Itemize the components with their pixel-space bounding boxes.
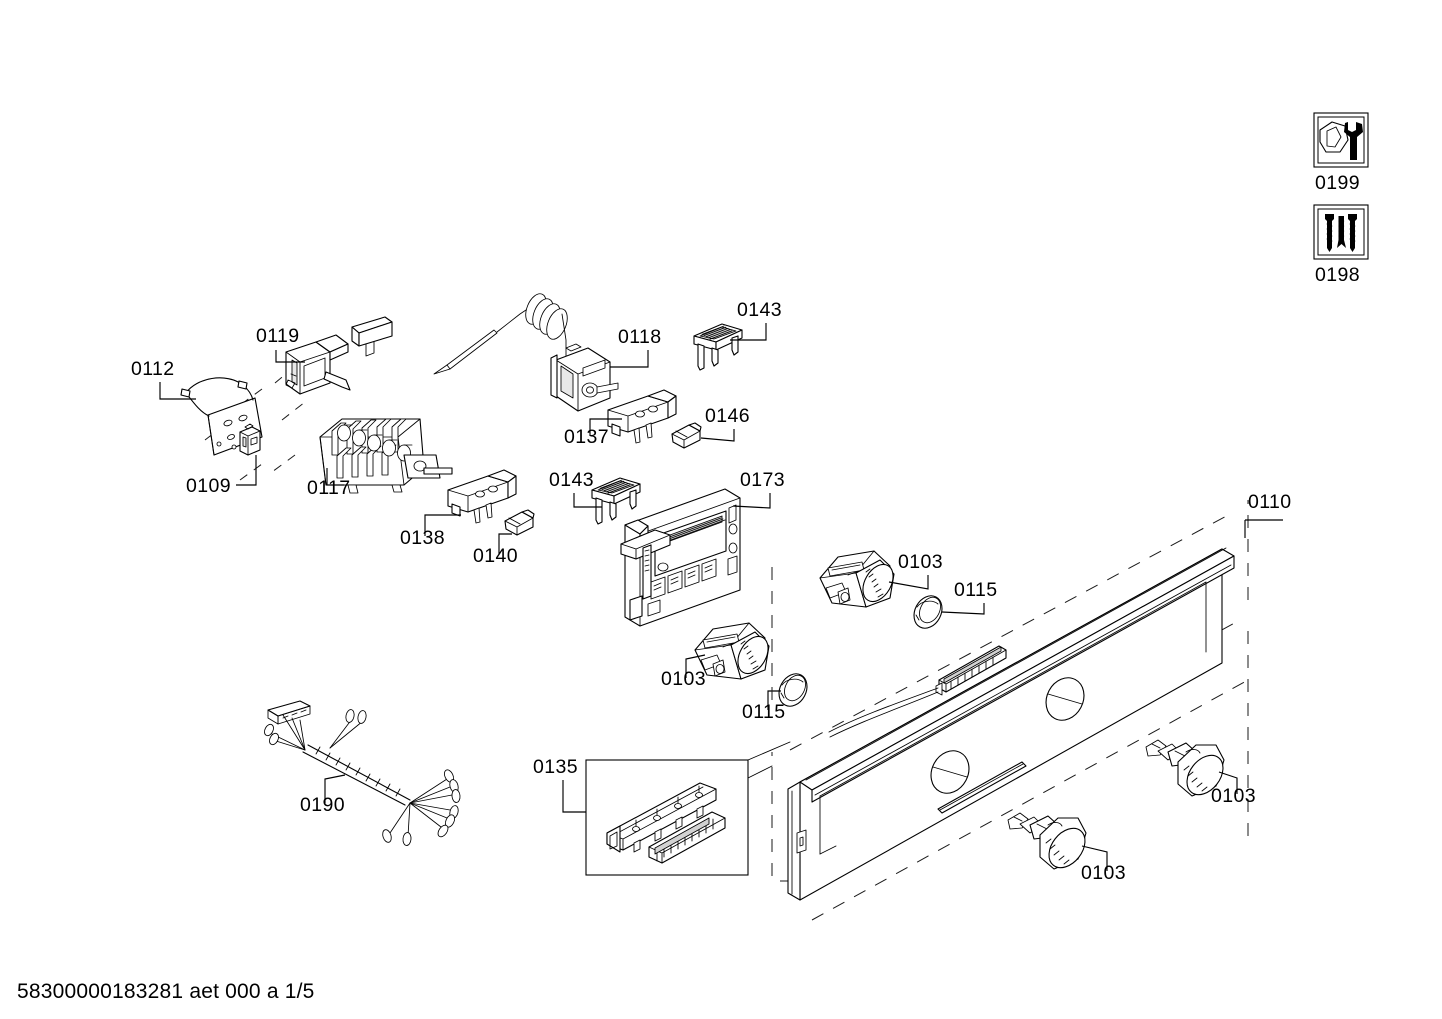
part-label-0173: 0173 (740, 469, 785, 491)
leader-0119 (275, 350, 305, 363)
part-0110-control-panel-fascia (787, 547, 1235, 901)
leader-0112 (159, 382, 196, 400)
part-label-0115-lower: 0115 (742, 701, 786, 723)
legend-label-0198: 0198 (1315, 264, 1360, 286)
part-label-0146: 0146 (705, 405, 750, 427)
rail-assembly (606, 782, 726, 864)
leader-0190 (324, 774, 346, 803)
leader-0115-upper (941, 603, 985, 615)
legend-icon-0198 (1313, 204, 1369, 260)
part-label-0137: 0137 (564, 426, 609, 448)
part-0143-retaining-clip-upper (693, 323, 743, 371)
leader-0140 (498, 533, 512, 554)
part-0118-thermostat-capillary (433, 293, 619, 412)
part-label-0110: 0110 (1248, 491, 1292, 513)
legend-icon-0199 (1313, 112, 1369, 168)
part-label-0112: 0112 (131, 358, 175, 380)
part-0146-lamp-capsule-upper (671, 422, 702, 449)
part-0173-control-module (620, 488, 741, 627)
leader-0137 (589, 418, 622, 436)
leader-0103-center (1081, 845, 1108, 871)
leader-0135 (562, 780, 586, 813)
part-0138-switch-bracket-lower (447, 469, 517, 524)
legend-label-0199: 0199 (1315, 172, 1360, 194)
part-0103-control-knob-extended-center (1007, 812, 1087, 870)
part-0190-wiring-harness (264, 700, 461, 846)
part-0117-terminal-block (319, 418, 453, 494)
part-0137-switch-bracket (607, 389, 677, 444)
leader-0146 (700, 429, 735, 442)
part-label-0118: 0118 (618, 326, 662, 348)
leader-0117 (326, 468, 344, 486)
leader-0110 (1244, 519, 1283, 538)
part-0143-retaining-clip-lower (591, 477, 641, 525)
part-label-0117: 0117 (307, 477, 351, 499)
part-label-0103-right: 0103 (1211, 785, 1256, 807)
leader-0173 (732, 493, 771, 509)
part-label-0143-lower: 0143 (549, 469, 594, 491)
part-0103-control-knob-retracted-lower (694, 622, 770, 680)
part-label-0103-center: 0103 (1081, 862, 1126, 884)
mounted-rail-on-panel (935, 645, 1007, 696)
leader-0103-lower (685, 654, 706, 678)
leader-0115-lower (767, 690, 781, 710)
part-0103-control-knob-extended-right (1145, 739, 1225, 797)
part-0140-lamp-capsule-lower (504, 509, 535, 536)
part-label-0135: 0135 (533, 756, 578, 778)
part-label-0119: 0119 (256, 325, 300, 347)
leader-0143-upper (730, 323, 767, 341)
part-0109-connector-block (239, 423, 261, 456)
part-label-0103-upper: 0103 (898, 551, 943, 573)
leader-0143-lower (573, 493, 602, 508)
part-0119-mounting-bracket (285, 316, 393, 395)
part-0135-detail-box (585, 741, 791, 876)
part-label-0115-upper: 0115 (954, 579, 998, 601)
leader-0138 (424, 514, 461, 536)
part-0103-control-knob-retracted-upper (819, 550, 895, 608)
part-label-0143-upper: 0143 (737, 299, 782, 321)
footer-document-code: 58300000183281 aet 000 a 1/5 (17, 980, 315, 1003)
part-label-0103-lower: 0103 (661, 668, 706, 690)
part-label-0190: 0190 (300, 794, 345, 816)
part-0115-knob-ring-upper (913, 595, 943, 629)
leader-0103-upper (888, 575, 929, 590)
leader-0103-right (1218, 771, 1238, 794)
part-label-0138: 0138 (400, 527, 445, 549)
leader-0118 (610, 350, 649, 368)
part-label-0140: 0140 (473, 545, 518, 567)
leader-0109 (236, 455, 257, 486)
part-label-0109: 0109 (186, 475, 231, 497)
part-0115-knob-ring-lower (778, 673, 808, 707)
